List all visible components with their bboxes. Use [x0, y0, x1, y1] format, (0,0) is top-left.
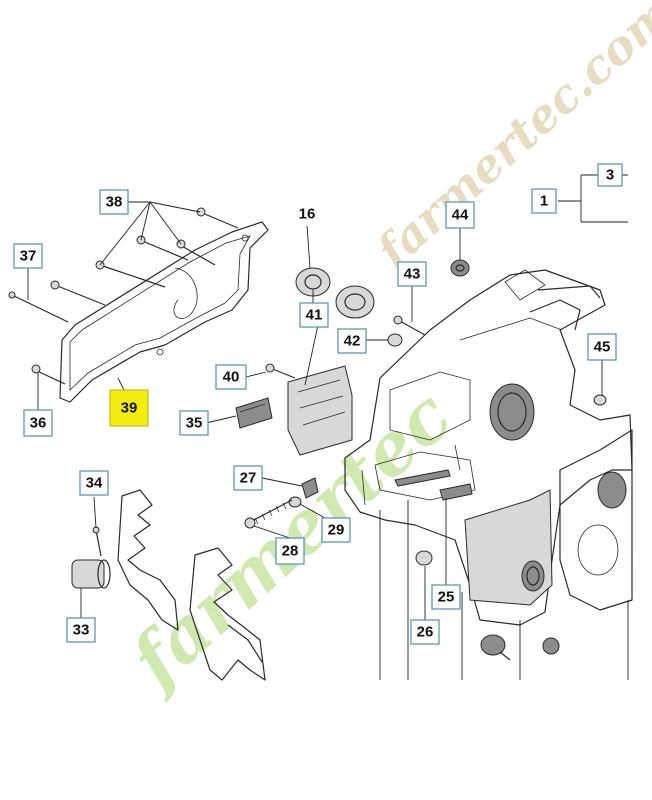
callout-39-highlighted: 39 — [109, 389, 149, 427]
callout-27: 27 — [233, 465, 263, 491]
crankcase — [344, 269, 633, 626]
gasket-plate — [59, 221, 269, 403]
bearing-16 — [295, 267, 331, 297]
callout-label: 26 — [417, 624, 434, 641]
callout-38: 38 — [99, 189, 129, 215]
callout-label: 34 — [86, 475, 103, 492]
callout-3: 3 — [597, 163, 623, 187]
plate-41 — [265, 363, 353, 456]
mount-33 — [71, 526, 111, 589]
bracket-right — [189, 547, 266, 681]
callout-label: 33 — [73, 622, 90, 639]
callout-label: 37 — [20, 248, 37, 265]
callout-label: 38 — [106, 194, 123, 211]
leader-lines — [27, 174, 628, 620]
callout-42: 42 — [337, 328, 367, 354]
callout-label: 29 — [328, 522, 345, 539]
callout-29: 29 — [321, 517, 351, 543]
callout-25: 25 — [431, 584, 461, 610]
callout-label: 45 — [594, 339, 611, 356]
bearing-gear — [335, 285, 375, 319]
callout-label: 41 — [306, 307, 323, 324]
callout-label: 44 — [452, 207, 469, 224]
callout-label: 35 — [186, 415, 203, 432]
callout-label: 42 — [344, 333, 361, 350]
callout-label: 43 — [404, 266, 421, 283]
callout-label: 16 — [299, 206, 316, 223]
bracket-left — [117, 489, 179, 631]
callout-40: 40 — [215, 364, 247, 390]
callout-label: 27 — [240, 470, 257, 487]
watermark: farmertec.com farmertec — [111, 0, 652, 706]
callout-33: 33 — [66, 617, 96, 643]
callout-34: 34 — [79, 470, 109, 496]
spacer-44 — [450, 259, 470, 277]
callout-26: 26 — [410, 619, 440, 645]
callout-36: 36 — [23, 409, 53, 437]
adjuster-parts — [244, 477, 319, 529]
small-parts-bottom — [415, 394, 607, 661]
callout-37: 37 — [13, 243, 43, 269]
callout-44: 44 — [445, 201, 475, 229]
callout-label: 39 — [121, 400, 138, 417]
callout-35: 35 — [179, 410, 209, 436]
callout-label: 36 — [30, 415, 47, 432]
screws — [8, 207, 239, 385]
reference-lines — [379, 500, 629, 680]
callout-43: 43 — [397, 261, 427, 287]
callout-label: 40 — [223, 369, 240, 386]
callout-28: 28 — [275, 537, 305, 565]
callout-16: 16 — [292, 202, 322, 226]
callout-41: 41 — [299, 302, 329, 328]
block-35 — [235, 397, 273, 429]
callout-1: 1 — [531, 188, 557, 214]
screw-43 — [387, 315, 426, 347]
callout-label: 28 — [282, 543, 299, 560]
callout-45: 45 — [587, 333, 617, 361]
callout-label: 3 — [606, 167, 614, 184]
callout-label: 25 — [438, 589, 455, 606]
watermark-domain: farmertec.com — [364, 0, 652, 280]
callout-label: 1 — [540, 193, 548, 210]
